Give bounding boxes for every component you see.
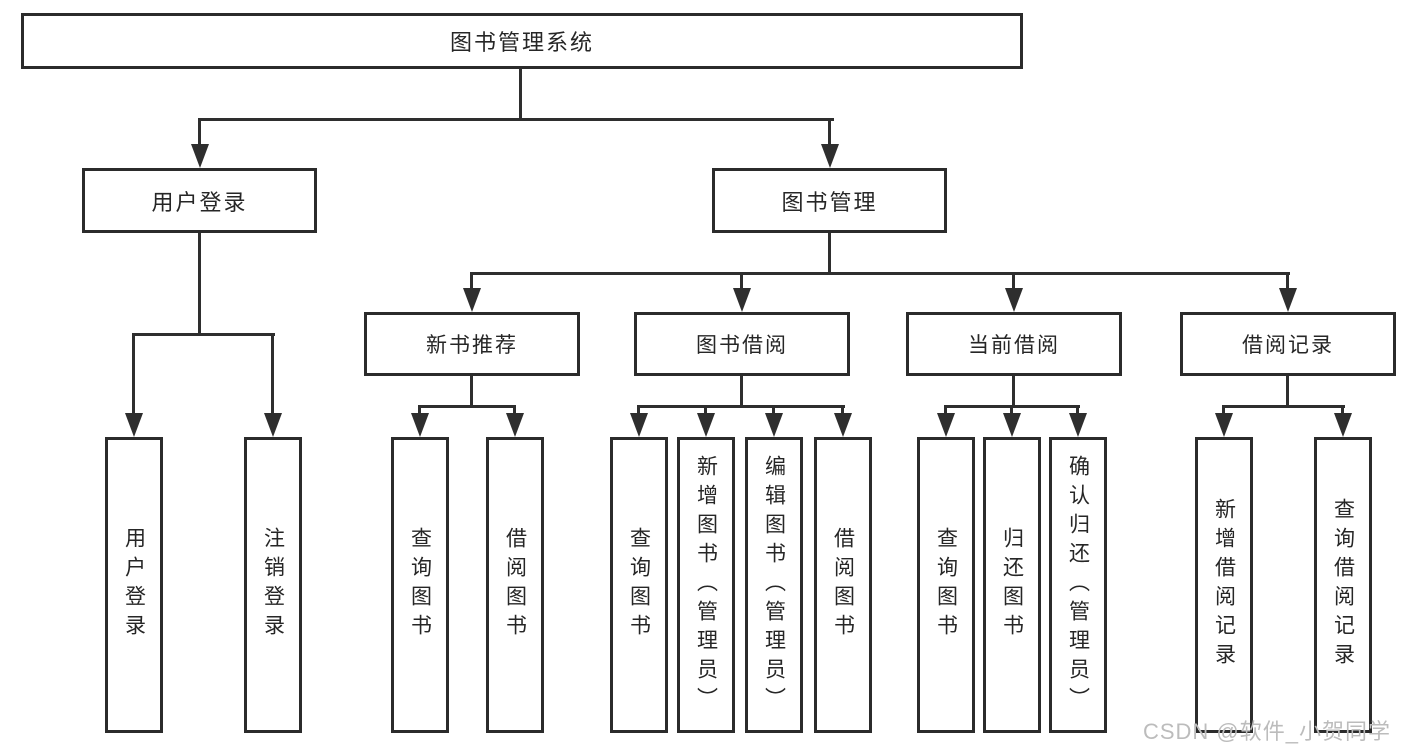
arrow-down-icon — [264, 413, 282, 437]
node-new-book-recommend-label: 新书推荐 — [426, 334, 518, 357]
leaf-logout-label: 注销登录 — [261, 527, 285, 643]
leaf-add-book-admin: 新增图书（管理员） — [677, 437, 735, 733]
arrow-down-icon — [630, 413, 648, 437]
connector-line — [740, 376, 743, 408]
arrow-down-icon — [765, 413, 783, 437]
leaf-user-login: 用户登录 — [105, 437, 163, 733]
arrow-down-icon — [1215, 413, 1233, 437]
node-current-borrowing-label: 当前借阅 — [968, 334, 1060, 357]
arrow-down-icon — [1005, 288, 1023, 312]
connector-line — [637, 405, 845, 408]
leaf-borrow-books-borrowing: 借阅图书 — [814, 437, 872, 733]
node-root-label: 图书管理系统 — [449, 30, 594, 55]
leaf-return-book: 归还图书 — [983, 437, 1041, 733]
leaf-query-books-current-label: 查询图书 — [934, 527, 958, 643]
connector-line — [470, 275, 473, 290]
connector-line — [944, 408, 947, 415]
connector-line — [1010, 408, 1013, 415]
connector-line — [519, 68, 522, 121]
node-book-management-label: 图书管理 — [781, 189, 878, 215]
connector-line — [1012, 376, 1015, 408]
node-book-management: 图书管理 — [712, 168, 947, 233]
leaf-confirm-return-admin: 确认归还（管理员） — [1049, 437, 1107, 733]
connector-line — [513, 408, 516, 415]
leaf-query-books-borrowing: 查询图书 — [610, 437, 668, 733]
connector-line — [1286, 275, 1289, 290]
leaf-edit-book-admin: 编辑图书（管理员） — [745, 437, 803, 733]
connector-line — [828, 233, 831, 275]
arrow-down-icon — [834, 413, 852, 437]
connector-line — [271, 336, 274, 414]
node-book-borrowing-label: 图书借阅 — [696, 334, 788, 357]
connector-line — [198, 233, 201, 336]
connector-line — [828, 121, 831, 147]
leaf-add-borrow-record: 新增借阅记录 — [1195, 437, 1253, 733]
connector-line — [944, 405, 1080, 408]
leaf-return-book-label: 归还图书 — [1000, 527, 1024, 643]
connector-line — [1286, 376, 1289, 408]
leaf-confirm-return-admin-label: 确认归还（管理员） — [1066, 454, 1090, 716]
connector-line — [637, 408, 640, 415]
node-borrowing-records: 借阅记录 — [1180, 312, 1396, 376]
arrow-down-icon — [1334, 413, 1352, 437]
arrow-down-icon — [821, 144, 839, 168]
leaf-query-borrow-record-label: 查询借阅记录 — [1331, 498, 1355, 672]
node-current-borrowing: 当前借阅 — [906, 312, 1122, 376]
arrow-down-icon — [411, 413, 429, 437]
arrow-down-icon — [191, 144, 209, 168]
leaf-edit-book-admin-label: 编辑图书（管理员） — [762, 454, 786, 716]
leaf-logout: 注销登录 — [244, 437, 302, 733]
connector-line — [740, 275, 743, 290]
leaf-borrow-books-recommend-label: 借阅图书 — [503, 527, 527, 643]
arrow-down-icon — [1279, 288, 1297, 312]
node-book-borrowing: 图书借阅 — [634, 312, 850, 376]
arrow-down-icon — [697, 413, 715, 437]
connector-line — [704, 408, 707, 415]
arrow-down-icon — [937, 413, 955, 437]
arrow-down-icon — [463, 288, 481, 312]
leaf-add-book-admin-label: 新增图书（管理员） — [694, 454, 718, 716]
connector-line — [841, 408, 844, 415]
arrow-down-icon — [125, 413, 143, 437]
leaf-query-books-borrowing-label: 查询图书 — [627, 527, 651, 643]
node-user-login: 用户登录 — [82, 168, 317, 233]
connector-line — [772, 408, 775, 415]
leaf-user-login-label: 用户登录 — [122, 527, 146, 643]
arrow-down-icon — [506, 413, 524, 437]
connector-line — [132, 333, 275, 336]
connector-line — [470, 376, 473, 408]
arrow-down-icon — [1003, 413, 1021, 437]
connector-line — [1222, 405, 1345, 408]
arrow-down-icon — [1069, 413, 1087, 437]
connector-line — [418, 405, 516, 408]
connector-line — [1341, 408, 1344, 415]
leaf-borrow-books-borrowing-label: 借阅图书 — [831, 527, 855, 643]
node-root: 图书管理系统 — [21, 13, 1023, 69]
watermark: CSDN @软件_小贺同学 — [1142, 719, 1391, 744]
node-user-login-label: 用户登录 — [151, 189, 248, 215]
node-borrowing-records-label: 借阅记录 — [1242, 334, 1334, 357]
leaf-query-books-current: 查询图书 — [917, 437, 975, 733]
node-new-book-recommend: 新书推荐 — [364, 312, 580, 376]
connector-line — [132, 336, 135, 414]
connector-line — [198, 118, 834, 121]
leaf-query-books-recommend-label: 查询图书 — [408, 527, 432, 643]
connector-line — [1076, 408, 1079, 415]
connector-line — [418, 408, 421, 415]
leaf-borrow-books-recommend: 借阅图书 — [486, 437, 544, 733]
connector-line — [1222, 408, 1225, 415]
connector-line — [470, 272, 1290, 275]
leaf-add-borrow-record-label: 新增借阅记录 — [1212, 498, 1236, 672]
connector-line — [1012, 275, 1015, 290]
leaf-query-borrow-record: 查询借阅记录 — [1314, 437, 1372, 733]
leaf-query-books-recommend: 查询图书 — [391, 437, 449, 733]
connector-line — [198, 121, 201, 147]
arrow-down-icon — [733, 288, 751, 312]
